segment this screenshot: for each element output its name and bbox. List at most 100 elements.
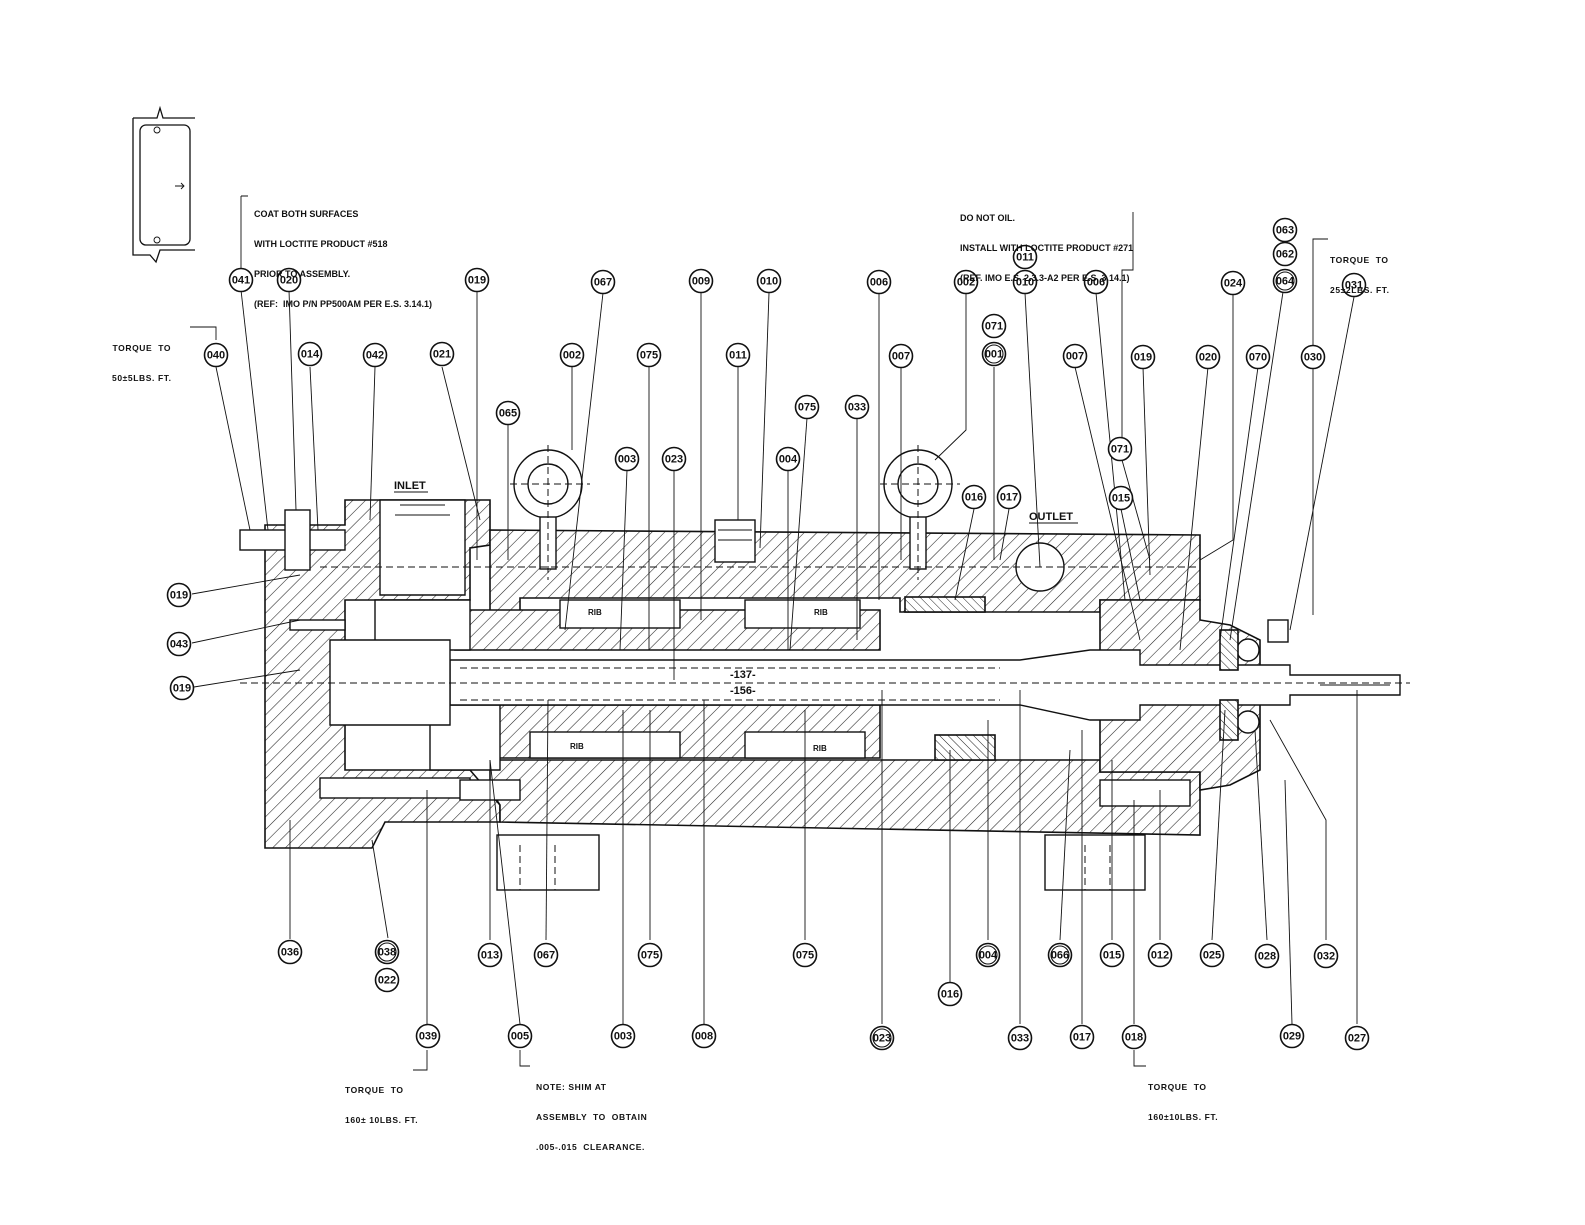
part-balloon-063: 063 <box>1272 217 1298 243</box>
note-shim: NOTE: SHIM AT ASSEMBLY TO OBTAIN .005-.0… <box>536 1082 648 1152</box>
part-number-label: 020 <box>280 275 298 287</box>
part-number-label: 075 <box>641 950 659 962</box>
part-balloon-007: 007 <box>1062 343 1088 369</box>
outlet-label: OUTLET <box>1029 511 1073 523</box>
part-balloon-006: 006 <box>866 269 892 295</box>
part-number-label: 064 <box>1276 276 1295 288</box>
part-balloon-075: 075 <box>792 942 818 968</box>
housing-section <box>239 445 1410 891</box>
part-balloon-032: 032 <box>1313 943 1339 969</box>
part-balloon-011: 011 <box>725 342 751 368</box>
part-number-label: 029 <box>1283 1031 1301 1043</box>
part-balloon-013: 013 <box>477 942 503 968</box>
part-balloon-015: 015 <box>1108 485 1134 511</box>
part-number-label: 005 <box>511 1031 529 1043</box>
part-balloon-027: 027 <box>1344 1025 1370 1051</box>
part-balloon-024: 024 <box>1220 270 1246 296</box>
part-balloon-017: 017 <box>996 484 1022 510</box>
part-number-label: 020 <box>1199 352 1217 364</box>
part-number-label: 021 <box>433 349 451 361</box>
part-number-label: 007 <box>1066 351 1084 363</box>
rib-label: RIB <box>813 744 827 753</box>
part-number-label: 017 <box>1073 1032 1091 1044</box>
part-number-label: 067 <box>594 277 612 289</box>
part-balloon-014: 014 <box>297 341 323 367</box>
part-balloon-067: 067 <box>590 269 616 295</box>
part-balloon-064: 064 <box>1272 268 1298 294</box>
part-number-label: 019 <box>468 275 486 287</box>
part-number-label: 030 <box>1304 352 1322 364</box>
part-number-label: 019 <box>1134 352 1152 364</box>
part-balloon-011: 011 <box>1012 244 1038 270</box>
part-balloon-028: 028 <box>1254 943 1280 969</box>
section-labels: INLET OUTLET RIB RIB RIB RIB -137- -156- <box>394 480 1078 753</box>
note-coat-loctite-518: COAT BOTH SURFACES WITH LOCTITE PRODUCT … <box>254 209 433 309</box>
part-number-label: 004 <box>979 950 998 962</box>
part-number-label: 006 <box>1087 277 1105 289</box>
part-number-label: 042 <box>366 350 384 362</box>
part-number-label: 002 <box>563 350 581 362</box>
part-number-label: 018 <box>1125 1032 1143 1044</box>
part-number-label: 010 <box>760 276 778 288</box>
part-number-label: 023 <box>873 1033 891 1045</box>
part-number-label: 015 <box>1103 950 1121 962</box>
part-balloon-010: 010 <box>756 268 782 294</box>
part-balloon-008: 008 <box>691 1023 717 1049</box>
part-number-label: 039 <box>419 1031 437 1043</box>
part-balloon-019: 019 <box>1130 344 1156 370</box>
part-balloon-031: 031 <box>1341 272 1367 298</box>
part-balloon-023: 023 <box>869 1025 895 1051</box>
part-balloon-033: 033 <box>844 394 870 420</box>
part-balloon-041: 041 <box>228 267 254 293</box>
part-number-label: 075 <box>640 350 658 362</box>
part-number-label: 075 <box>798 402 816 414</box>
part-balloon-004: 004 <box>775 446 801 472</box>
part-balloon-016: 016 <box>961 484 987 510</box>
part-number-label: 024 <box>1224 278 1243 290</box>
part-balloon-040: 040 <box>203 342 229 368</box>
part-balloon-067: 067 <box>533 942 559 968</box>
part-balloon-075: 075 <box>636 342 662 368</box>
part-balloon-017: 017 <box>1069 1024 1095 1050</box>
part-number-label: 067 <box>537 950 555 962</box>
part-balloon-075: 075 <box>637 942 663 968</box>
rib-label: RIB <box>814 608 828 617</box>
part-balloon-002: 002 <box>953 269 979 295</box>
part-balloon-006: 006 <box>1083 269 1109 295</box>
part-number-label: 019 <box>170 590 188 602</box>
part-balloon-005: 005 <box>507 1023 533 1049</box>
part-balloon-015: 015 <box>1099 942 1125 968</box>
part-number-label: 011 <box>729 350 747 362</box>
part-number-label: 013 <box>481 950 499 962</box>
part-number-label: 032 <box>1317 951 1335 963</box>
note-torque-039: TORQUE TO 160± 10LBS. FT. <box>345 1085 419 1125</box>
part-number-label: 062 <box>1276 249 1294 261</box>
note-torque-018: TORQUE TO 160±10LBS. FT. <box>1148 1082 1219 1122</box>
part-balloon-039: 039 <box>415 1023 441 1049</box>
rib-label: RIB <box>588 608 602 617</box>
part-balloon-003: 003 <box>614 446 640 472</box>
part-number-label: 031 <box>1345 280 1363 292</box>
part-balloon-025: 025 <box>1199 942 1225 968</box>
part-balloon-007: 007 <box>888 343 914 369</box>
part-balloon-071: 071 <box>981 313 1007 339</box>
part-balloon-016: 016 <box>937 981 963 1007</box>
dimension-156: -156- <box>730 685 756 697</box>
part-number-label: 038 <box>378 947 396 959</box>
part-balloon-019: 019 <box>464 267 490 293</box>
part-balloons: 041 020 019 067 009 010 006 002 011 010 006 024 063 0… <box>166 217 1370 1051</box>
detail-view <box>132 105 195 264</box>
part-balloon-062: 062 <box>1272 241 1298 267</box>
part-number-label: 075 <box>796 950 814 962</box>
part-number-label: 066 <box>1051 950 1069 962</box>
part-balloon-036: 036 <box>277 939 303 965</box>
part-number-label: 033 <box>1011 1033 1029 1045</box>
part-number-label: 003 <box>614 1031 632 1043</box>
part-number-label: 001 <box>985 349 1003 361</box>
part-number-label: 010 <box>1016 277 1034 289</box>
part-balloon-004: 004 <box>975 942 1001 968</box>
part-balloon-070: 070 <box>1245 344 1271 370</box>
part-balloon-038: 038 <box>374 939 400 965</box>
part-number-label: 009 <box>692 276 710 288</box>
